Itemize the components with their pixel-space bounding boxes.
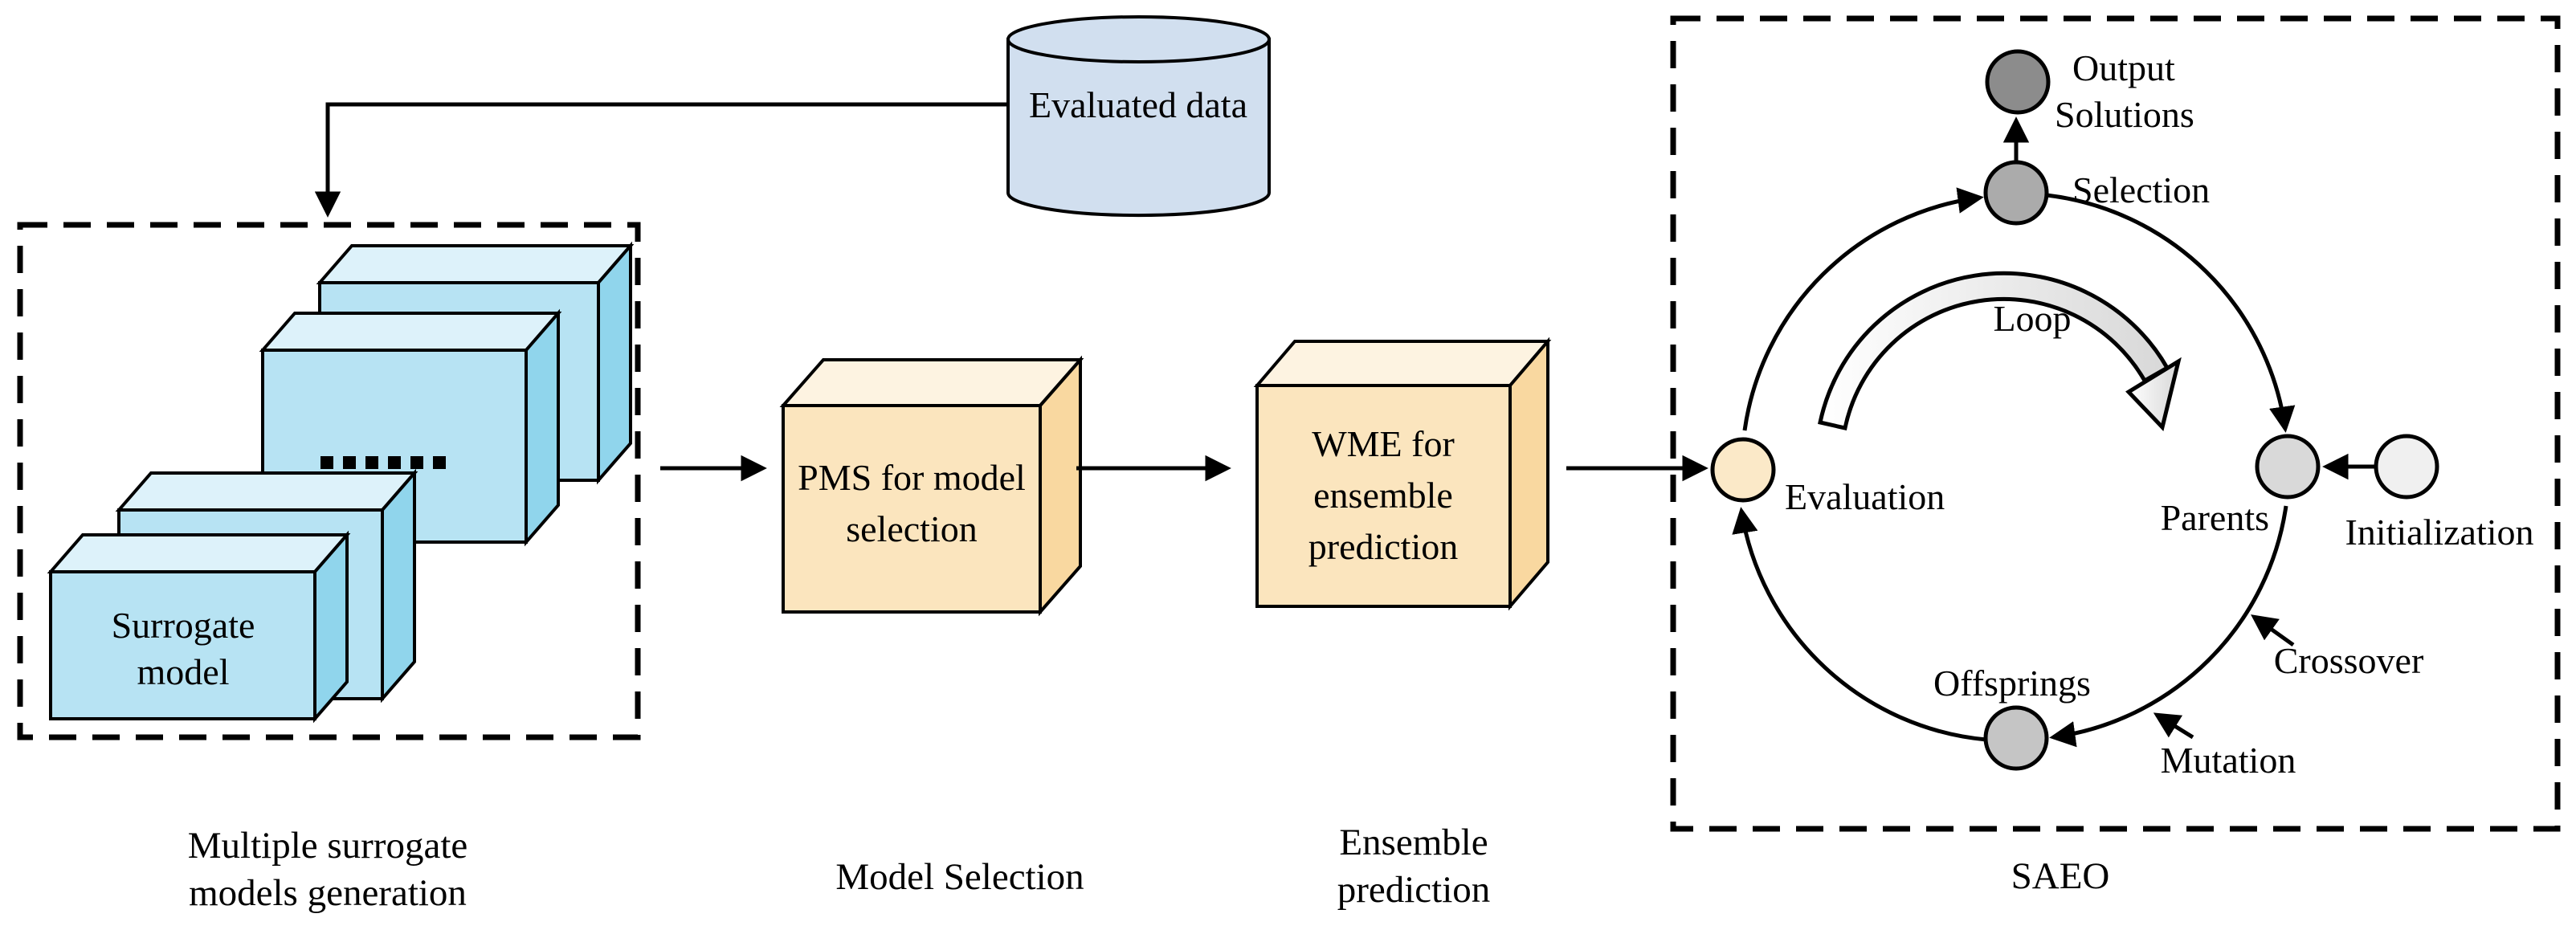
output-label-line1: Output: [2072, 47, 2175, 88]
wme-label-line2: ensemble: [1313, 475, 1453, 516]
ensemble-caption-line1: Ensemble: [1339, 822, 1488, 863]
output-label-line2: Solutions: [2055, 94, 2194, 135]
loop-band: [1818, 271, 2170, 430]
surrogate-box-1: Surrogate model: [47, 530, 351, 724]
selection-node: [1983, 160, 2049, 226]
ellipsis-dots: [320, 456, 446, 469]
initialization-node: [2374, 434, 2439, 500]
initialization-label: Initialization: [2345, 512, 2533, 553]
parents-label: Parents: [2161, 497, 2269, 538]
loop-arrowhead-icon: [2125, 357, 2182, 432]
generation-caption-line1: Multiple surrogate: [188, 825, 468, 867]
cylinder-top: [1006, 15, 1271, 63]
model-selection-caption: Model Selection: [835, 856, 1084, 898]
offsprings-label: Offsprings: [1933, 663, 2091, 704]
surrogate-model-stack: Surrogate model: [47, 241, 635, 724]
arc-selection-to-parents: [2046, 193, 2296, 433]
surrogate-box-label-line1: Surrogate: [112, 605, 255, 646]
wme-label-line3: prediction: [1308, 526, 1459, 567]
generation-caption-line2: models generation: [189, 872, 467, 914]
offsprings-node: [1983, 705, 2049, 771]
saeo-caption: SAEO: [2011, 855, 2110, 897]
arc-parents-to-offsprings: [2049, 505, 2288, 748]
arc-offsprings-to-evaluation: [1732, 507, 1987, 742]
selection-label: Selection: [2072, 169, 2210, 210]
loop-arrow: [1818, 271, 2182, 432]
loop-label: Loop: [1993, 298, 2071, 339]
evaluation-label: Evaluation: [1785, 476, 1945, 517]
crossover-pointer-arrow: [2251, 614, 2295, 647]
pms-box: PMS for model selection: [779, 355, 1084, 617]
wme-box: WME for ensemble prediction: [1253, 337, 1552, 611]
pms-label-line2: selection: [846, 508, 978, 549]
cylinder-body: [1006, 38, 1271, 218]
pms-label-line1: PMS for model: [798, 457, 1026, 498]
generation-dashed-box: [17, 222, 641, 740]
stage-captions: Multiple surrogate models generation Mod…: [188, 822, 2110, 914]
saeo-dashed-box: [1670, 15, 2561, 832]
crossover-label: Crossover: [2274, 640, 2424, 681]
data-to-generation-arrow: [314, 102, 1008, 218]
wme-label-line1: WME for: [1312, 423, 1455, 464]
evaluation-node: [1710, 437, 1776, 503]
evaluated-data-label: Evaluated data: [1029, 84, 1247, 125]
arc-evaluation-to-selection: [1742, 187, 1984, 431]
mutation-pointer-arrow: [2153, 712, 2194, 740]
mutation-label: Mutation: [2161, 740, 2296, 781]
saeo-cycle: Loop Output Solutions Selection Evaluati…: [1710, 47, 2534, 781]
output-node: [1985, 49, 2051, 115]
surrogate-box-label-line2: model: [137, 651, 230, 692]
evaluated-data-store: Evaluated data: [1006, 15, 1271, 218]
parents-node: [2255, 434, 2321, 500]
ensemble-caption-line2: prediction: [1337, 869, 1491, 911]
